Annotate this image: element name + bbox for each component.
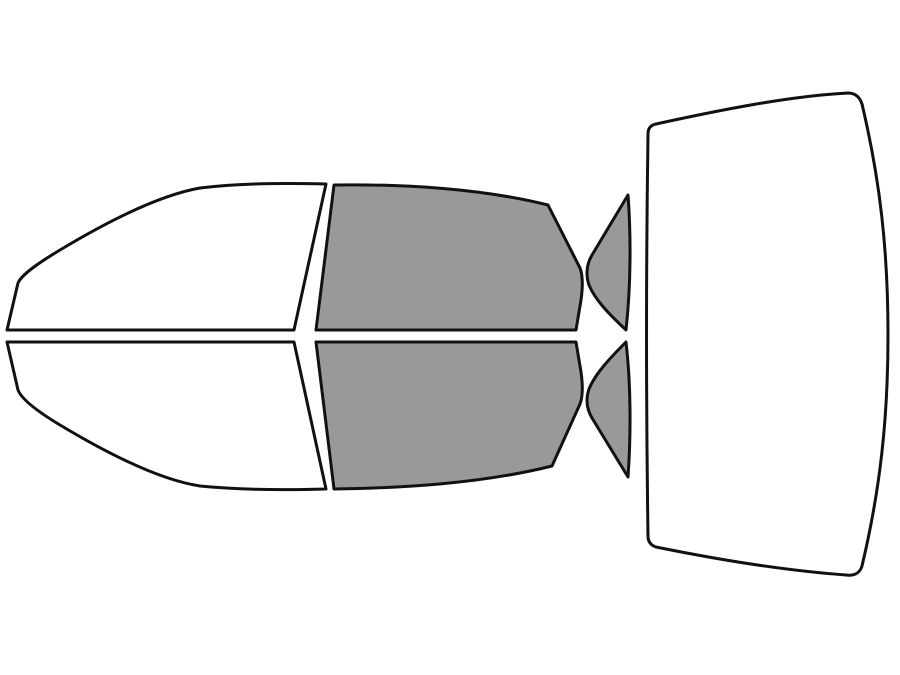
- front-door-window-top: [5, 181, 328, 332]
- front-door-window-bottom: [5, 340, 328, 492]
- rear-door-window-bottom: [314, 340, 584, 491]
- rear-windshield: [645, 91, 890, 577]
- rear-door-window-top: [314, 183, 584, 332]
- quarter-window-top: [585, 193, 632, 332]
- quarter-window-bottom: [585, 340, 632, 479]
